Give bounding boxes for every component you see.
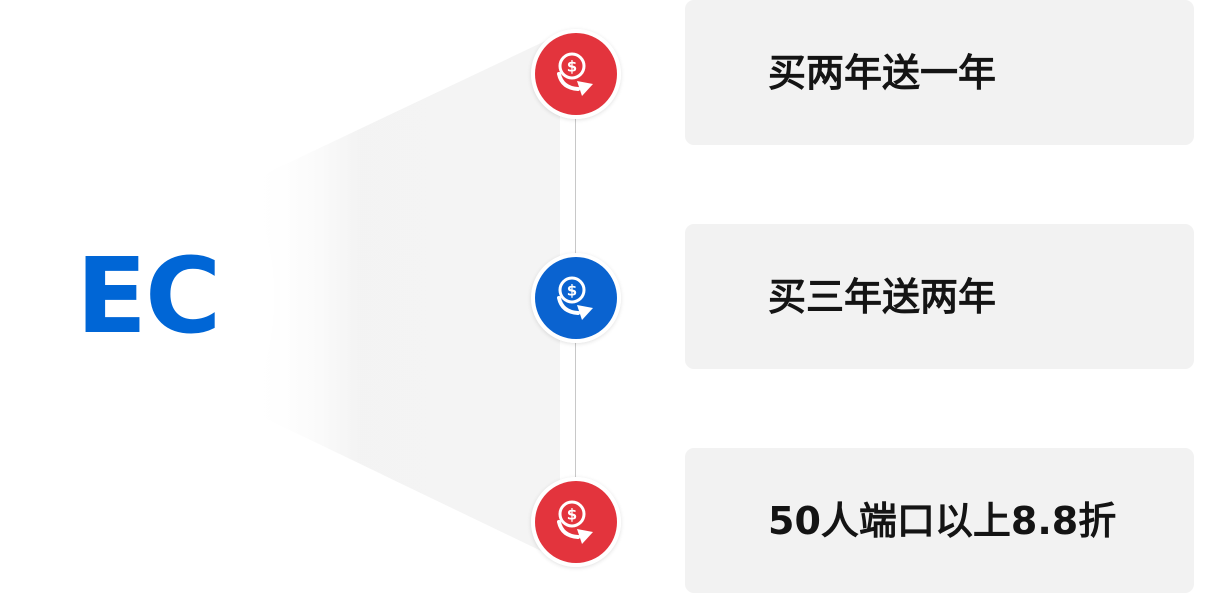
dollar-coin-arrow-icon: $ xyxy=(535,481,617,563)
svg-text:$: $ xyxy=(567,506,577,524)
brand-title: EC xyxy=(76,235,221,357)
offer-node: $ xyxy=(531,29,621,119)
offer-card: 买两年送一年 xyxy=(685,0,1194,145)
offer-label: 50人端口以上8.8折 xyxy=(768,499,1117,543)
dollar-coin-arrow-icon: $ xyxy=(535,257,617,339)
offer-label: 买两年送一年 xyxy=(768,51,997,95)
offer-node: $ xyxy=(531,253,621,343)
offer-card: 50人端口以上8.8折 xyxy=(685,448,1194,593)
dollar-coin-arrow-icon: $ xyxy=(535,33,617,115)
offer-node: $ xyxy=(531,477,621,567)
svg-text:$: $ xyxy=(567,58,577,76)
connector-line xyxy=(575,342,576,480)
offer-card: 买三年送两年 xyxy=(685,224,1194,369)
svg-text:$: $ xyxy=(567,282,577,300)
offer-label: 买三年送两年 xyxy=(768,275,997,319)
connector-line xyxy=(575,118,576,256)
